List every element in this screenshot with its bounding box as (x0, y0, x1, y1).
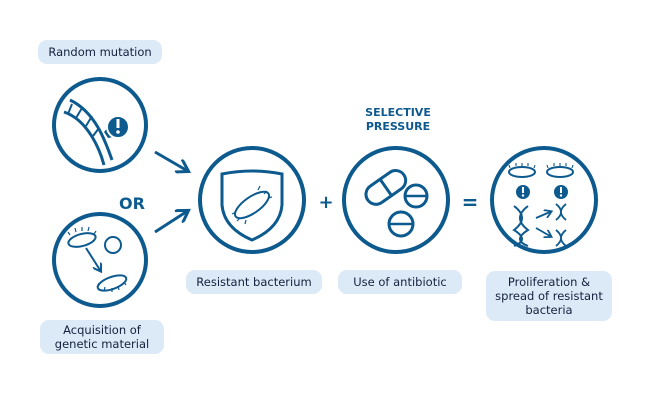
antibiotic-pills-icon (342, 146, 450, 254)
arrow-acquisition (154, 212, 186, 234)
dna-mutation-icon (52, 77, 148, 173)
plus-operator: + (318, 192, 334, 213)
shield-bacterium-icon (198, 146, 306, 254)
selective-pressure-label: SELECTIVE PRESSURE (365, 106, 431, 133)
random-mutation-label: Random mutation (38, 40, 162, 64)
resistant-bacterium-label: Resistant bacterium (186, 270, 322, 294)
proliferation-icon (490, 146, 598, 254)
proliferation-label: Proliferation & spread of resistant bact… (486, 271, 612, 321)
or-label: OR (119, 194, 145, 213)
equals-operator: = (461, 190, 479, 214)
arrow-mutation (154, 150, 186, 170)
gene-transfer-icon (52, 212, 148, 308)
use-of-antibiotic-label: Use of antibiotic (338, 270, 462, 294)
acquisition-label: Acquisition of genetic material (40, 320, 164, 354)
